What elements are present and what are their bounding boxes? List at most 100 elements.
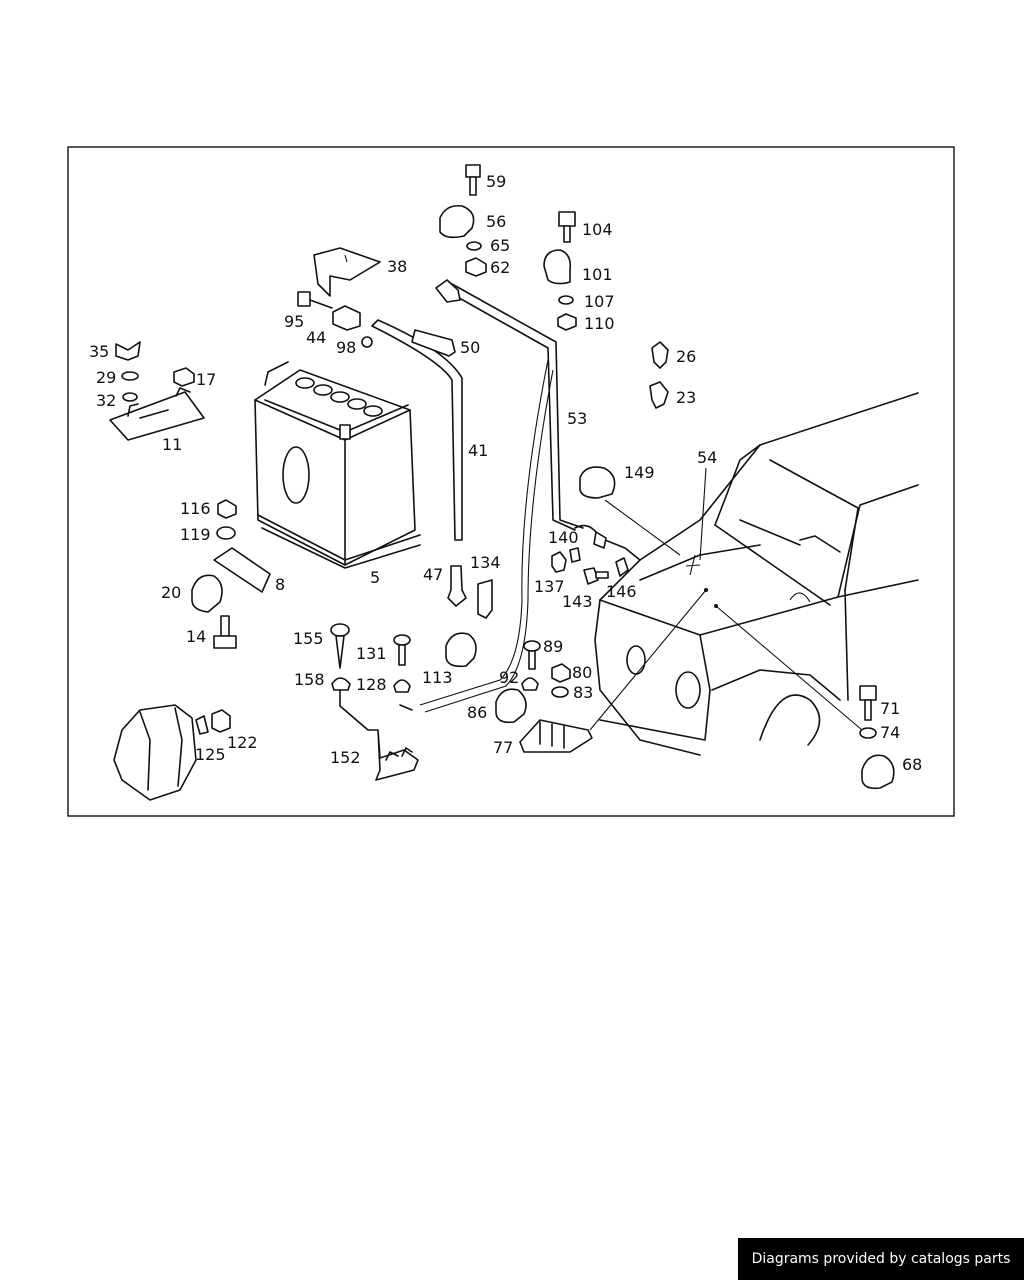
battery-cover	[313, 247, 381, 297]
callout-53: 53	[567, 409, 587, 428]
callout-146: 146	[606, 582, 637, 601]
clip-86	[495, 688, 527, 724]
cable-53	[444, 289, 576, 531]
hold-down-bracket	[109, 391, 205, 441]
cable-92	[419, 359, 549, 706]
terminal-cap-134	[477, 579, 493, 619]
bracket-8	[213, 547, 271, 593]
callout-104: 104	[582, 220, 613, 239]
callout-128: 128	[356, 675, 387, 694]
nut-80	[551, 663, 571, 683]
callout-26: 26	[676, 347, 696, 366]
washer-125	[195, 715, 209, 735]
callout-8: 8	[275, 575, 285, 594]
terminal-lug-47	[447, 565, 467, 607]
callout-137: 137	[534, 577, 565, 596]
bolt-14	[213, 615, 237, 649]
clip-146	[615, 557, 629, 577]
washer-74	[859, 727, 877, 739]
callout-17: 17	[196, 370, 216, 389]
callout-125: 125	[195, 745, 226, 764]
callout-98: 98	[336, 338, 356, 357]
washer-119	[216, 526, 236, 540]
callout-29: 29	[96, 368, 116, 387]
callout-65: 65	[490, 236, 510, 255]
callout-101: 101	[582, 265, 613, 284]
callout-74: 74	[880, 723, 900, 742]
callout-131: 131	[356, 644, 387, 663]
callout-149: 149	[624, 463, 655, 482]
nut-122	[211, 709, 231, 733]
callout-152: 152	[330, 748, 361, 767]
callout-20: 20	[161, 583, 181, 602]
callout-23: 23	[676, 388, 696, 407]
nut-110	[557, 313, 577, 331]
leader-lines	[589, 467, 863, 731]
clip-128	[393, 679, 411, 693]
callout-110: 110	[584, 314, 615, 333]
callout-140: 140	[548, 528, 579, 547]
callout-50: 50	[460, 338, 480, 357]
bolt-59	[465, 164, 481, 196]
callout-158: 158	[294, 670, 325, 689]
callout-86: 86	[467, 703, 487, 722]
clip-23	[649, 381, 669, 409]
nut-137	[551, 551, 567, 573]
callout-71: 71	[880, 699, 900, 718]
callout-11: 11	[162, 435, 182, 454]
bolt-104	[558, 211, 576, 243]
diagram-frame	[67, 146, 955, 817]
callout-113: 113	[422, 668, 453, 687]
callout-41: 41	[468, 441, 488, 460]
clip-149	[579, 466, 616, 499]
nut-17	[173, 367, 195, 387]
callout-47: 47	[423, 565, 443, 584]
alternator-cover	[113, 704, 197, 801]
washer-32	[122, 392, 138, 402]
callout-5: 5	[370, 568, 380, 587]
clip-20	[191, 574, 223, 613]
callout-77: 77	[493, 738, 513, 757]
callout-14: 14	[186, 627, 206, 646]
screw-155	[330, 623, 350, 669]
callout-92: 92	[499, 668, 519, 687]
clip-56	[439, 204, 475, 239]
clip-68	[861, 754, 895, 790]
screw-131	[393, 634, 411, 666]
callout-32: 32	[96, 391, 116, 410]
ground-cable-140	[574, 524, 641, 561]
credit-banner: Diagrams provided by catalogs parts	[738, 1238, 1024, 1280]
callout-38: 38	[387, 257, 407, 276]
clip-113	[445, 632, 477, 668]
callout-44: 44	[306, 328, 326, 347]
callout-119: 119	[180, 525, 211, 544]
callout-80: 80	[572, 663, 592, 682]
clip-101	[543, 249, 572, 285]
callout-68: 68	[902, 755, 922, 774]
callout-83: 83	[573, 683, 593, 702]
cable-41	[371, 319, 463, 541]
clip-26	[651, 341, 669, 369]
battery	[254, 361, 421, 569]
washer-29	[121, 371, 139, 381]
bolt-143	[583, 567, 609, 585]
nut-62	[465, 257, 487, 277]
callout-89: 89	[543, 637, 563, 656]
callout-35: 35	[89, 342, 109, 361]
callout-143: 143	[562, 592, 593, 611]
clip-158	[331, 677, 351, 691]
callout-116: 116	[180, 499, 211, 518]
callout-95: 95	[284, 312, 304, 331]
screw-89	[523, 640, 541, 670]
callout-56: 56	[486, 212, 506, 231]
vehicle-outline	[594, 392, 919, 756]
bracket-152	[368, 729, 419, 781]
callout-122: 122	[227, 733, 258, 752]
bolt-71	[859, 685, 877, 721]
callout-62: 62	[490, 258, 510, 277]
callout-107: 107	[584, 292, 615, 311]
nut-116	[217, 499, 237, 519]
callout-59: 59	[486, 172, 506, 191]
clip-92-pad	[521, 677, 539, 691]
